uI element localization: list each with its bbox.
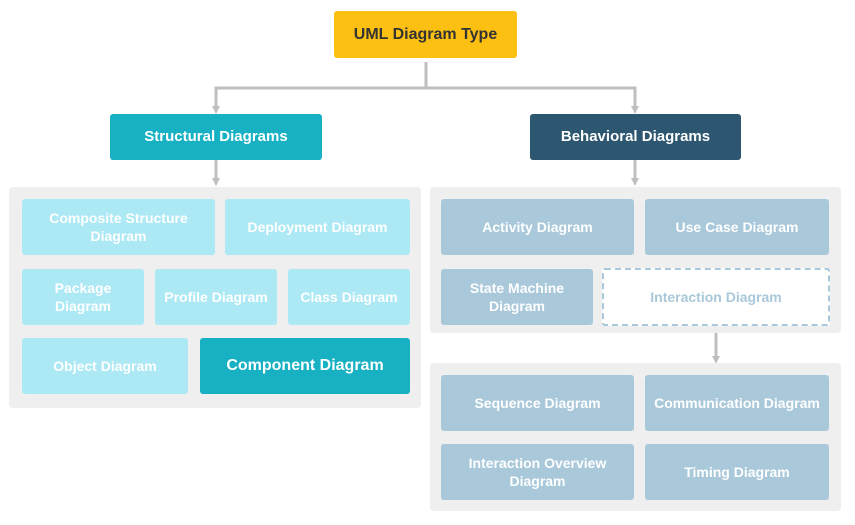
profile-diagram-node: Profile Diagram bbox=[155, 269, 277, 325]
timing-diagram-node: Timing Diagram bbox=[645, 444, 829, 500]
connector-root-split bbox=[212, 62, 428, 114]
object-diagram-node: Object Diagram bbox=[22, 338, 188, 394]
sequence-diagram-node: Sequence Diagram bbox=[441, 375, 634, 431]
behavioral-diagrams-node: Behavioral Diagrams bbox=[530, 114, 741, 160]
composite-structure-diagram-node: Composite Structure Diagram bbox=[22, 199, 215, 255]
use-case-diagram-node: Use Case Diagram bbox=[645, 199, 829, 255]
deployment-diagram-node: Deployment Diagram bbox=[225, 199, 410, 255]
class-diagram-node: Class Diagram bbox=[288, 269, 410, 325]
activity-diagram-node: Activity Diagram bbox=[441, 199, 634, 255]
connector-root-behavioral bbox=[426, 86, 639, 114]
structural-diagrams-node: Structural Diagrams bbox=[110, 114, 322, 160]
package-diagram-node: Package Diagram bbox=[22, 269, 144, 325]
interaction-overview-diagram-node: Interaction Overview Diagram bbox=[441, 444, 634, 500]
root-node: UML Diagram Type bbox=[334, 11, 517, 58]
state-machine-diagram-node: State Machine Diagram bbox=[441, 269, 593, 325]
component-diagram-node: Component Diagram bbox=[200, 338, 410, 394]
interaction-diagram-node: Interaction Diagram bbox=[602, 268, 830, 326]
communication-diagram-node: Communication Diagram bbox=[645, 375, 829, 431]
